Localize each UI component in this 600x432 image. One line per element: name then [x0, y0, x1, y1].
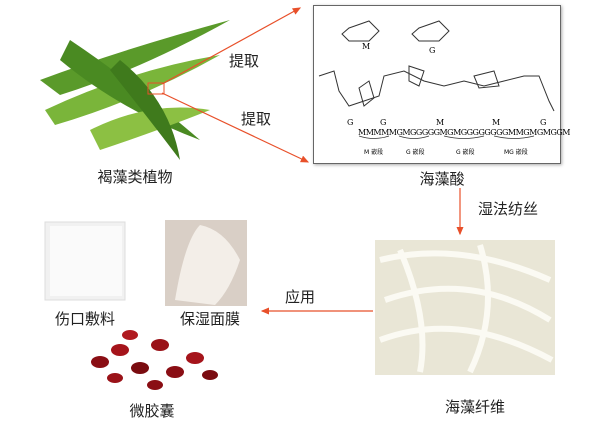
microcapsule-label: 微胶囊 [129, 402, 175, 420]
chain-unit: M [492, 118, 500, 127]
monomer-m-label: M [362, 42, 370, 51]
seaweed-label: 褐藻类植物 [97, 168, 173, 186]
fiber-label: 海藻纤维 [444, 398, 506, 416]
alginic-acid-structure: M G G G M M G MMMMMGMGGGGGMGMGGGGGGGGMMG… [313, 5, 570, 164]
block-sequence: MMMMMGMGGGGGMGMGGGGGGGGMMGMGMGGM [358, 128, 570, 137]
wound-dressing-label: 伤口敷料 [54, 310, 116, 328]
fiber-image [375, 240, 555, 375]
chain-unit: G [380, 118, 386, 127]
application-label: 应用 [284, 288, 316, 306]
monomer-g-label: G [429, 46, 435, 55]
mask-image [165, 220, 247, 306]
wound-dressing-image [44, 221, 126, 301]
extract-label-top: 提取 [228, 52, 260, 70]
block-label: M 嵌段 [364, 149, 384, 156]
block-label: G 嵌段 [456, 149, 475, 156]
seaweed-image [40, 20, 230, 160]
chain-unit: G [347, 118, 353, 127]
extract-label-bottom: 提取 [240, 110, 272, 128]
microcapsule-image [91, 330, 218, 390]
wet-spinning-label: 湿法纺丝 [477, 200, 539, 218]
block-label: G 嵌段 [406, 149, 425, 156]
alginic-acid-label: 海藻酸 [419, 170, 465, 188]
chain-unit: M [436, 118, 444, 127]
mask-label: 保湿面膜 [179, 310, 241, 328]
extract-arrow-top [161, 7, 302, 85]
extract-arrow-bottom [161, 92, 310, 163]
block-label: MG 嵌段 [504, 149, 528, 156]
chain-unit: G [540, 118, 546, 127]
